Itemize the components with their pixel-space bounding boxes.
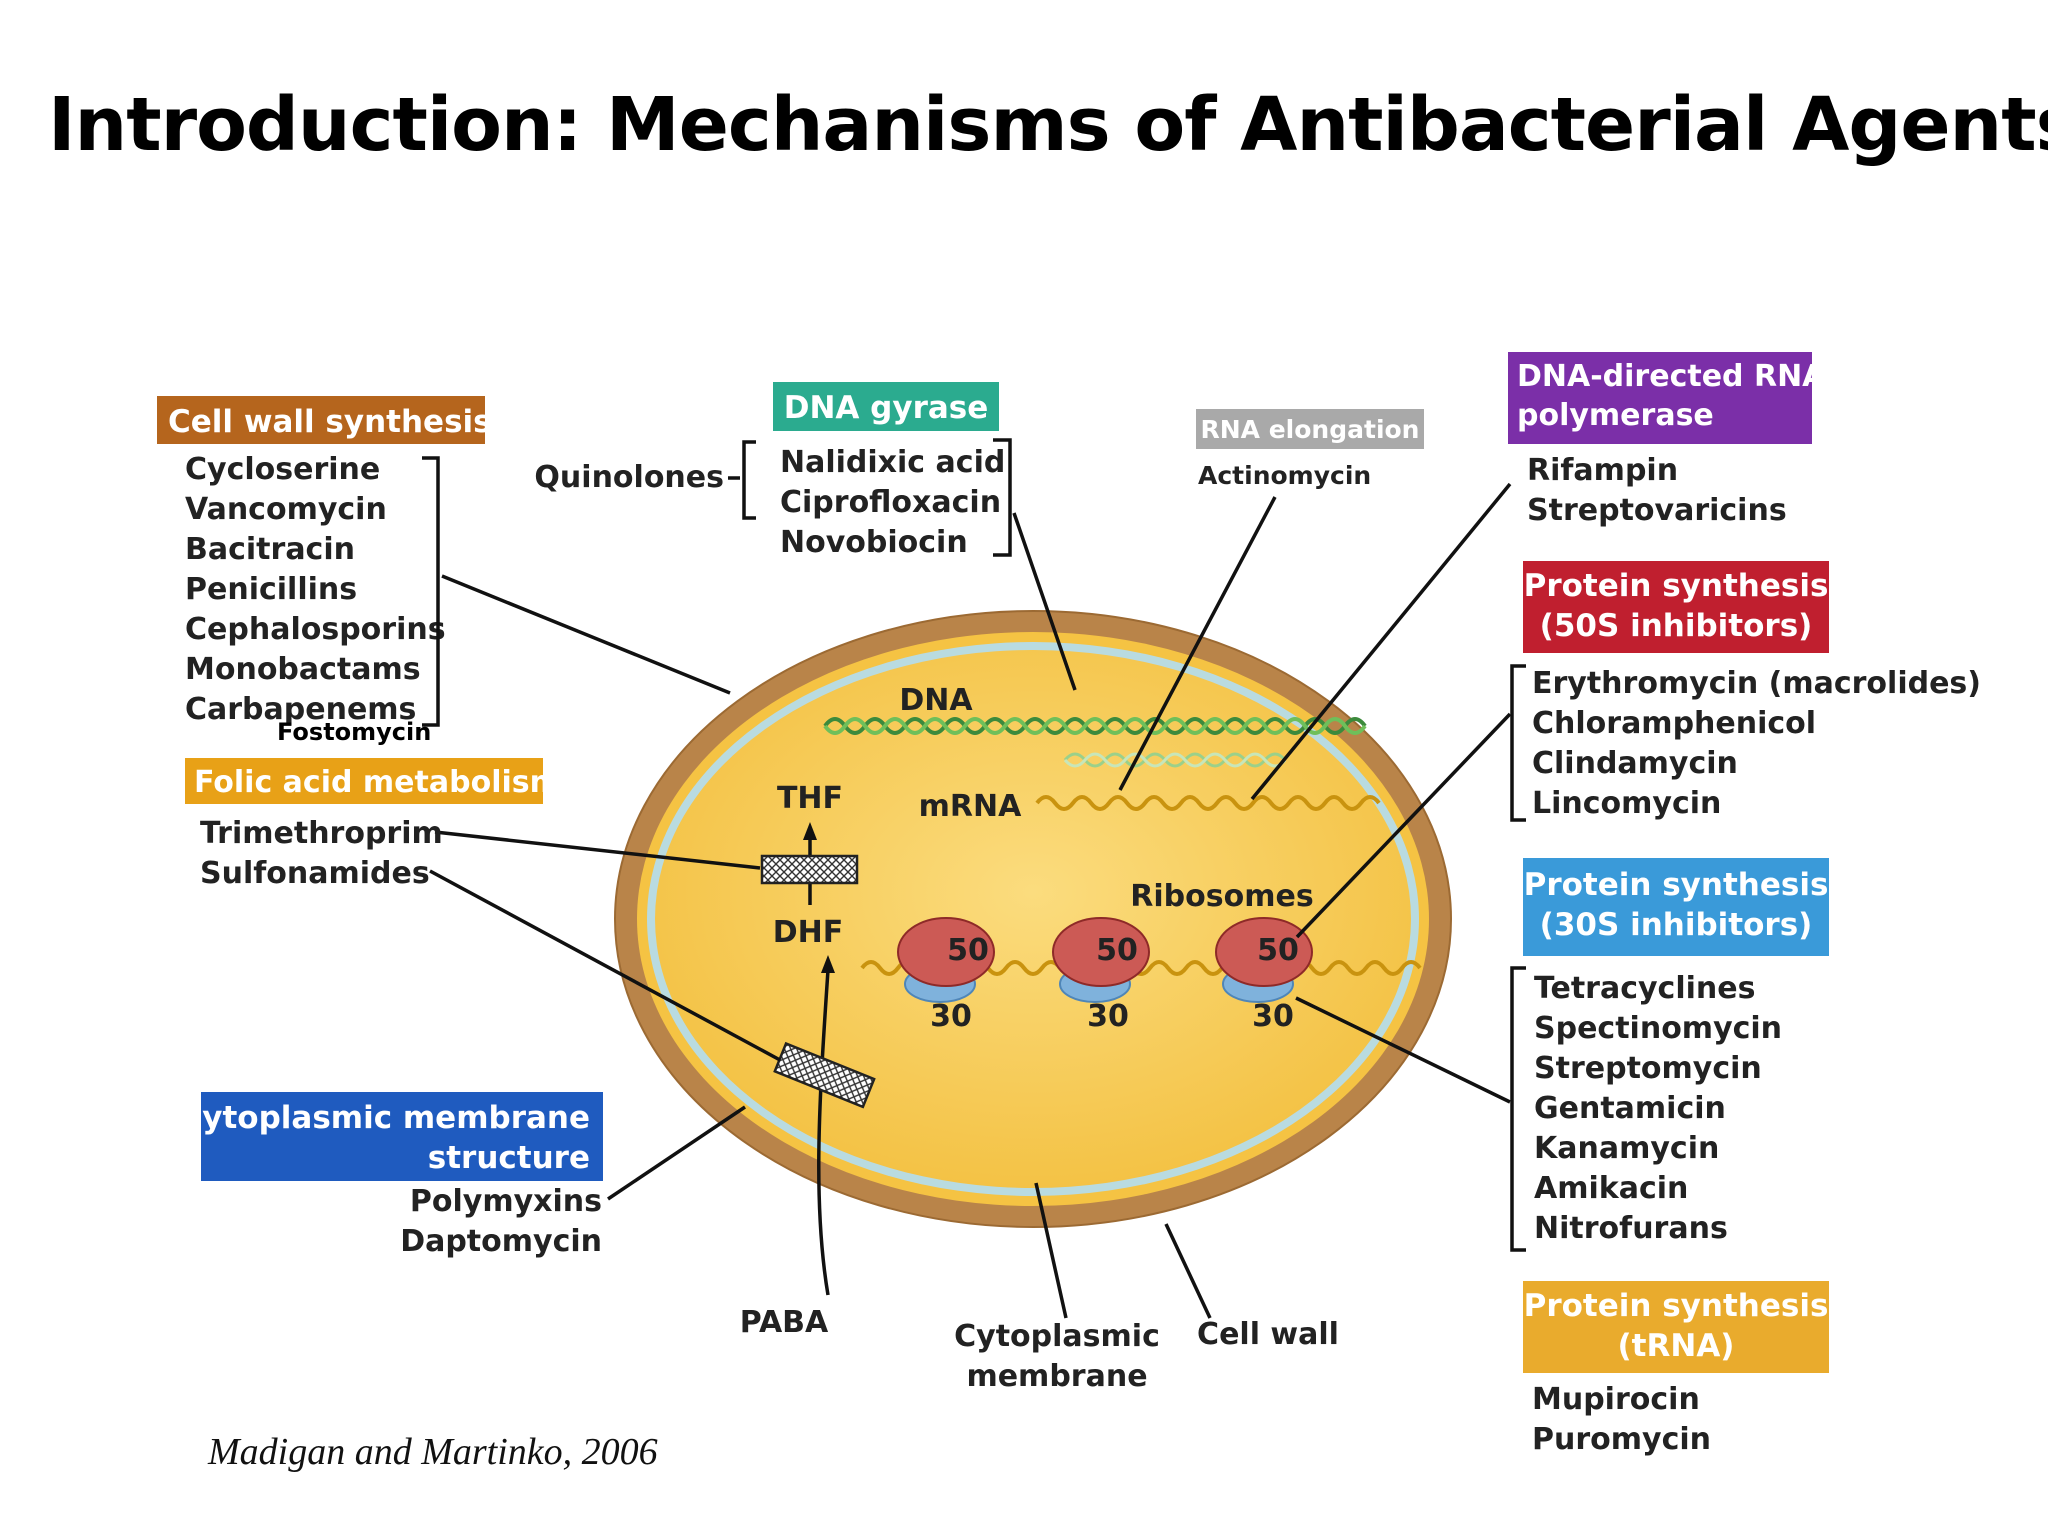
protein-30s-bracket: [1510, 966, 1526, 1252]
protein-30s-header: Protein synthesis: [1524, 867, 1829, 903]
subunit-50-label: 50: [1096, 933, 1138, 968]
drug-name: Cycloserine: [185, 452, 380, 487]
cell-wall-synthesis-group: Cell wall synthesis Cycloserine Vancomyc…: [157, 396, 492, 746]
protein-30s-header-bg: [1523, 858, 1829, 956]
membrane-header-line2: structure: [428, 1140, 590, 1176]
protein-trna-header: Protein synthesis: [1524, 1288, 1829, 1324]
protein-trna-header-bg: [1523, 1281, 1829, 1373]
drug-name: Bacitracin: [185, 532, 355, 567]
dhps-block: [773, 1041, 876, 1109]
dhf-label: DHF: [773, 915, 844, 950]
citation: Madigan and Martinko, 2006: [208, 1431, 658, 1473]
drug-name: Erythromycin (macrolides): [1532, 666, 1981, 701]
drug-name: Polymyxins: [410, 1184, 602, 1219]
thf-label: THF: [777, 781, 843, 816]
drug-name: Streptomycin: [1534, 1051, 1762, 1086]
protein-50s-header-bg: [1523, 561, 1829, 653]
drug-name: Tetracyclines: [1534, 971, 1755, 1006]
rna-elongation-header-bg: [1196, 409, 1424, 449]
cell-wall-bracket: [422, 456, 440, 727]
dna-label: DNA: [899, 683, 973, 718]
mrna-label: mRNA: [919, 789, 1022, 824]
protein-50s-group: Protein synthesis (50S inhibitors) Eryth…: [1510, 561, 1981, 822]
protein-50s-bracket: [1510, 664, 1526, 822]
folic-acid-header-bg: [185, 758, 543, 804]
ribosome: [897, 917, 995, 1003]
cell-wall-synthesis-header: Cell wall synthesis: [168, 404, 492, 440]
drug-name: Sulfonamides: [200, 856, 430, 891]
dna-gyrase-header: DNA gyrase: [784, 390, 989, 426]
drug-name: Clindamycin: [1532, 746, 1738, 781]
drug-name: Daptomycin: [400, 1224, 602, 1259]
rna-elongation-group: RNA elongation Actinomycin: [1196, 409, 1424, 490]
drug-name: Vancomycin: [185, 492, 387, 527]
quinolones-label: Quinolones: [534, 460, 724, 495]
ribosome: [1215, 917, 1313, 1003]
cell-wall-synthesis-header-bg: [157, 396, 485, 444]
quinolones-bracket: [728, 440, 756, 520]
dna-gyrase-bracket: [993, 438, 1012, 557]
drug-name: Cephalosporins: [185, 612, 446, 647]
drug-name: Actinomycin: [1198, 461, 1371, 490]
subunit-30-label: 30: [1087, 999, 1129, 1034]
drug-name: Puromycin: [1532, 1422, 1711, 1457]
drug-name: Monobactams: [185, 652, 421, 687]
paba-label: PABA: [740, 1305, 829, 1340]
protein-50s-header: Protein synthesis: [1524, 568, 1829, 604]
mrna-strand: [1035, 795, 1381, 811]
dna-helix: [823, 717, 1367, 768]
folic-acid-group: Folic acid metabolism Trimethroprim Sulf…: [185, 758, 561, 891]
protein-50s-header-line2: (50S inhibitors): [1540, 608, 1813, 644]
drug-name: Spectinomycin: [1534, 1011, 1782, 1046]
drug-name: Gentamicin: [1534, 1091, 1726, 1126]
protein-30s-header-line2: (30S inhibitors): [1540, 907, 1813, 943]
protein-trna-header-line2: (tRNA): [1618, 1328, 1735, 1364]
drug-name: Kanamycin: [1534, 1131, 1719, 1166]
drug-name: Chloramphenicol: [1532, 706, 1816, 741]
rna-polymerase-header: DNA-directed RNA: [1517, 359, 1826, 394]
drug-name: Amikacin: [1534, 1171, 1688, 1206]
drug-name: Mupirocin: [1532, 1382, 1700, 1417]
cytoplasmic-membrane-label-line2: membrane: [966, 1359, 1147, 1394]
protein-30s-group: Protein synthesis (30S inhibitors) Tetra…: [1510, 858, 1829, 1252]
subunit-50-label: 50: [1257, 933, 1299, 968]
subunit-30-label: 30: [930, 999, 972, 1034]
slide-title: Introduction: Mechanisms of Antibacteria…: [48, 82, 2048, 168]
protein-trna-group: Protein synthesis (tRNA) Mupirocin Purom…: [1523, 1281, 1829, 1457]
rna-elongation-header: RNA elongation: [1201, 415, 1420, 444]
bacterial-cell: [614, 610, 1452, 1228]
leader-lines: [429, 482, 1512, 1319]
dna-gyrase-group: DNA gyrase Quinolones Nalidixic acid Cip…: [534, 382, 1012, 560]
drug-name: Novobiocin: [780, 525, 968, 560]
subunit-50-label: 50: [947, 933, 989, 968]
rna-polymerase-header-line2: polymerase: [1517, 398, 1714, 433]
drug-name: Streptovaricins: [1527, 493, 1787, 528]
drug-name-fostomycin: Fostomycin: [277, 718, 431, 746]
ribosome: [1052, 917, 1150, 1003]
drug-name: Rifampin: [1527, 453, 1678, 488]
membrane-header: Cytoplasmic membrane: [180, 1100, 590, 1136]
membrane-group: Cytoplasmic membrane structure Polymyxin…: [180, 1092, 603, 1259]
ribosomes-label: Ribosomes: [1130, 879, 1313, 914]
drug-name: Trimethroprim: [200, 816, 443, 851]
dna-gyrase-header-bg: [773, 382, 999, 431]
drug-name: Ciprofloxacin: [780, 485, 1001, 520]
rna-polymerase-group: DNA-directed RNA polymerase Rifampin Str…: [1508, 352, 1826, 528]
cytoplasmic-membrane-label: Cytoplasmic: [954, 1319, 1160, 1354]
cytoplasm: [655, 650, 1411, 1188]
drug-name: Nalidixic acid: [780, 445, 1005, 480]
drug-name: Penicillins: [185, 572, 357, 607]
membrane-header-bg: [201, 1092, 603, 1181]
cell-wall-label: Cell wall: [1197, 1317, 1339, 1352]
drug-name: Nitrofurans: [1534, 1211, 1728, 1246]
drug-name: Carbapenems: [185, 692, 416, 727]
folic-acid-header: Folic acid metabolism: [194, 765, 561, 800]
drug-name: Lincomycin: [1532, 786, 1721, 821]
dhfr-block: [760, 854, 859, 885]
subunit-30-label: 30: [1252, 999, 1294, 1034]
rna-polymerase-header-bg: [1508, 352, 1812, 444]
